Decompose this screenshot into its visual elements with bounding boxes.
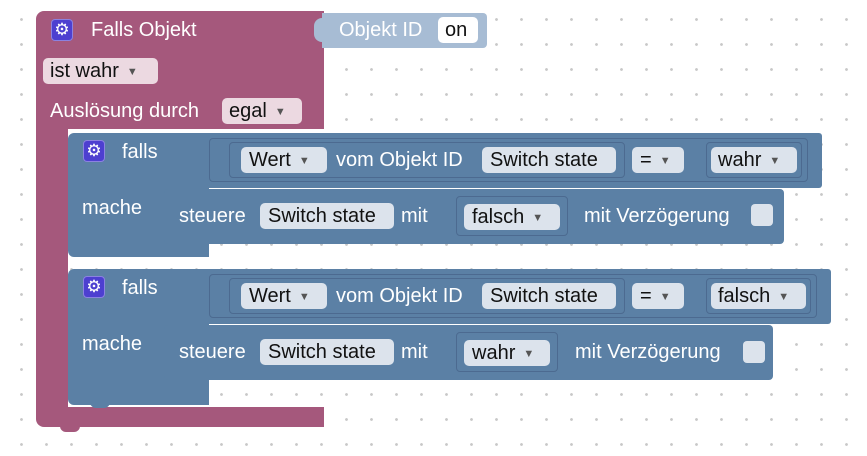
operator-value: = xyxy=(640,149,652,171)
if-block-2-footer xyxy=(68,382,209,403)
if-label: falls xyxy=(122,141,158,163)
value-dropdown-label: Wert xyxy=(249,285,291,307)
chevron-down-icon: ▼ xyxy=(532,212,544,224)
trigger-label: Auslösung durch xyxy=(50,100,199,122)
falls-objekt-bottom-tab xyxy=(60,425,80,432)
condition-dropdown[interactable]: ist wahr ▼ xyxy=(43,58,158,84)
action-label: steuere xyxy=(179,341,246,363)
action-value: falsch xyxy=(472,206,525,228)
compare-value-block[interactable] xyxy=(706,278,811,314)
chevron-down-icon: ▼ xyxy=(659,291,671,303)
trigger-value: egal xyxy=(229,100,267,122)
delay-label: mit Verzögerung xyxy=(575,341,721,363)
compare-block[interactable] xyxy=(209,274,817,318)
compare-block[interactable] xyxy=(209,138,808,182)
gear-icon[interactable]: ⚙ xyxy=(83,140,105,162)
action-value-dropdown[interactable]: falsch ▼ xyxy=(464,204,560,230)
do-label: mache xyxy=(82,333,143,355)
with-label: mit xyxy=(401,205,428,227)
compare-value-dropdown[interactable]: wahr ▼ xyxy=(711,147,797,173)
gear-icon[interactable]: ⚙ xyxy=(83,276,105,298)
objekt-id-label: Objekt ID xyxy=(339,19,423,41)
value-dropdown[interactable]: Wert ▼ xyxy=(241,147,327,173)
chevron-down-icon: ▼ xyxy=(778,291,790,303)
chevron-down-icon: ▼ xyxy=(298,291,310,303)
action-value: wahr xyxy=(472,342,516,364)
compare-value: wahr xyxy=(718,149,762,171)
value-dropdown[interactable]: Wert ▼ xyxy=(241,283,327,309)
compare-value-dropdown[interactable]: falsch ▼ xyxy=(711,283,806,309)
action-object-field[interactable]: Switch state xyxy=(260,203,394,229)
value-block[interactable] xyxy=(229,278,625,314)
operator-dropdown[interactable]: =▼ xyxy=(632,147,684,173)
from-object-label: vom Objekt ID xyxy=(336,149,463,171)
chevron-down-icon: ▼ xyxy=(523,348,535,360)
objekt-id-notch xyxy=(314,18,324,42)
value-block[interactable] xyxy=(229,142,625,178)
condition-value: ist wahr xyxy=(50,60,119,82)
chevron-down-icon: ▼ xyxy=(769,155,781,167)
value-dropdown-label: Wert xyxy=(249,149,291,171)
compare-value: falsch xyxy=(718,285,771,307)
with-label: mit xyxy=(401,341,428,363)
delay-checkbox[interactable] xyxy=(751,204,773,226)
operator-dropdown[interactable]: =▼ xyxy=(632,283,684,309)
action-value-dropdown[interactable]: wahr ▼ xyxy=(464,340,550,366)
objekt-id-value[interactable]: on xyxy=(438,17,478,43)
if-label: falls xyxy=(122,277,158,299)
operator-value: = xyxy=(640,285,652,307)
falls-objekt-block-footer xyxy=(36,407,324,427)
falls-objekt-block-body xyxy=(36,129,68,417)
do-label: mache xyxy=(82,197,143,219)
falls-objekt-title: Falls Objekt xyxy=(91,19,197,41)
chevron-down-icon: ▼ xyxy=(274,106,286,118)
from-object-label: vom Objekt ID xyxy=(336,285,463,307)
chevron-down-icon: ▼ xyxy=(126,66,138,78)
compare-value-block[interactable] xyxy=(706,142,802,178)
action-object-field[interactable]: Switch state xyxy=(260,339,394,365)
action-label: steuere xyxy=(179,205,246,227)
chevron-down-icon: ▼ xyxy=(298,155,310,167)
action-value-block[interactable] xyxy=(456,196,568,236)
action-value-block[interactable] xyxy=(456,332,558,372)
if-block-2-bottom-tab xyxy=(90,401,110,408)
delay-checkbox[interactable] xyxy=(743,341,765,363)
trigger-dropdown[interactable]: egal ▼ xyxy=(222,98,302,124)
chevron-down-icon: ▼ xyxy=(659,155,671,167)
object-id-field[interactable]: Switch state xyxy=(482,147,616,173)
object-id-field[interactable]: Switch state xyxy=(482,283,616,309)
gear-icon[interactable]: ⚙ xyxy=(51,19,73,41)
delay-label: mit Verzögerung xyxy=(584,205,730,227)
